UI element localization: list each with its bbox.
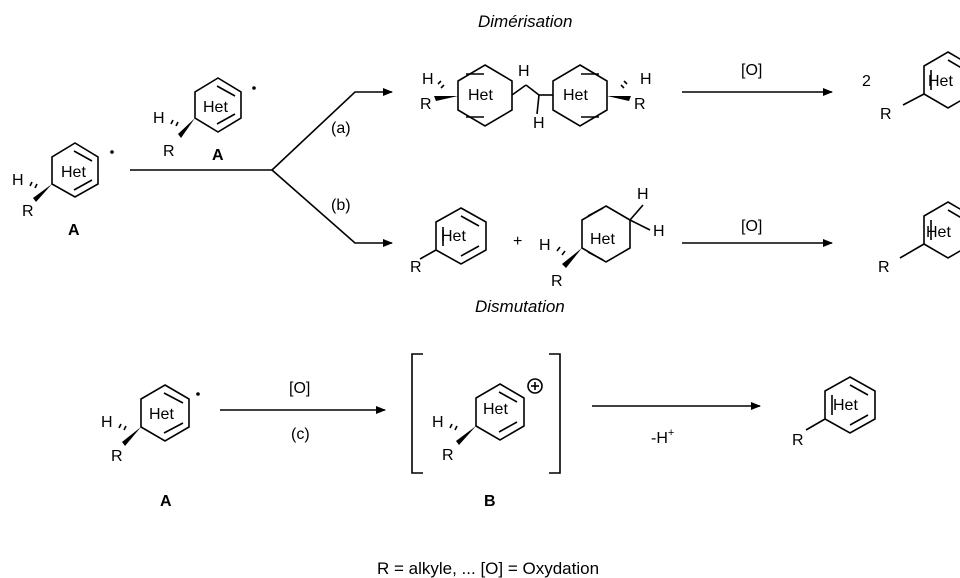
dismutation-title: Dismutation (475, 297, 565, 316)
positive-charge-icon (527, 378, 543, 394)
compound-B-label: B (484, 493, 496, 510)
plus-sign: + (513, 233, 522, 250)
route-a-label: (a) (331, 120, 351, 137)
aromatic-product-b-final: Het R (878, 201, 960, 276)
h-label: H (153, 110, 165, 127)
het-label: Het (441, 228, 466, 245)
h-label: H (533, 115, 545, 132)
h-label: H (640, 71, 652, 88)
het-label: Het (468, 87, 493, 104)
aromatic-product-b: Het R (410, 207, 487, 276)
compound-A-label: A (68, 222, 80, 239)
het-label: Het (203, 99, 228, 116)
h-label: H (539, 237, 551, 254)
r-label: R (634, 96, 646, 113)
branch-arrow: (a) (b) (130, 88, 393, 247)
oxidant-label-b: [O] (741, 218, 762, 235)
r-label: R (442, 447, 454, 464)
r-label: R (420, 96, 432, 113)
dimer: Het Het H H H R H R (420, 63, 652, 132)
radical-A-bottom: Het H R A (101, 384, 200, 510)
h-label: H (101, 414, 113, 431)
het-label: Het (833, 397, 858, 414)
het-label: Het (590, 231, 615, 248)
dihydro-product-b: Het H H H R (539, 186, 665, 290)
r-label: R (792, 432, 804, 449)
dimerisation-title: Dimérisation (478, 12, 572, 31)
r-label: R (163, 143, 175, 160)
route-c-label: (c) (291, 426, 310, 443)
r-label: R (22, 203, 34, 220)
het-label: Het (61, 164, 86, 181)
het-label: Het (563, 87, 588, 104)
oxidant-label-a: [O] (741, 62, 762, 79)
r-label: R (111, 448, 123, 465)
route-b-label: (b) (331, 197, 351, 214)
het-label: Het (926, 224, 951, 241)
r-label: R (880, 106, 892, 123)
radical-A-left: Het H R A (12, 142, 114, 239)
oxidant-label-c: [O] (289, 380, 310, 397)
h-label: H (422, 71, 434, 88)
coefficient-two: 2 (862, 73, 871, 90)
cation-B: Het H R B (411, 353, 561, 510)
h-label: H (432, 414, 444, 431)
het-label: Het (149, 406, 174, 423)
aromatic-product-c: Het R (792, 376, 876, 449)
footnote: R = alkyle, ... [O] = Oxydation (377, 559, 599, 578)
r-label: R (410, 259, 422, 276)
het-label: Het (483, 401, 508, 418)
aromatic-product-a: 2 Het R (862, 51, 960, 123)
compound-A-label: A (212, 147, 224, 164)
r-label: R (878, 259, 890, 276)
compound-A-label: A (160, 493, 172, 510)
h-label: H (12, 172, 24, 189)
radical-A-reagent: Het H R A (153, 77, 256, 164)
h-label: H (653, 223, 665, 240)
h-label: H (518, 63, 530, 80)
minus-h-label: -H+ (651, 427, 674, 447)
het-label: Het (928, 73, 953, 90)
r-label: R (551, 273, 563, 290)
h-label: H (637, 186, 649, 203)
